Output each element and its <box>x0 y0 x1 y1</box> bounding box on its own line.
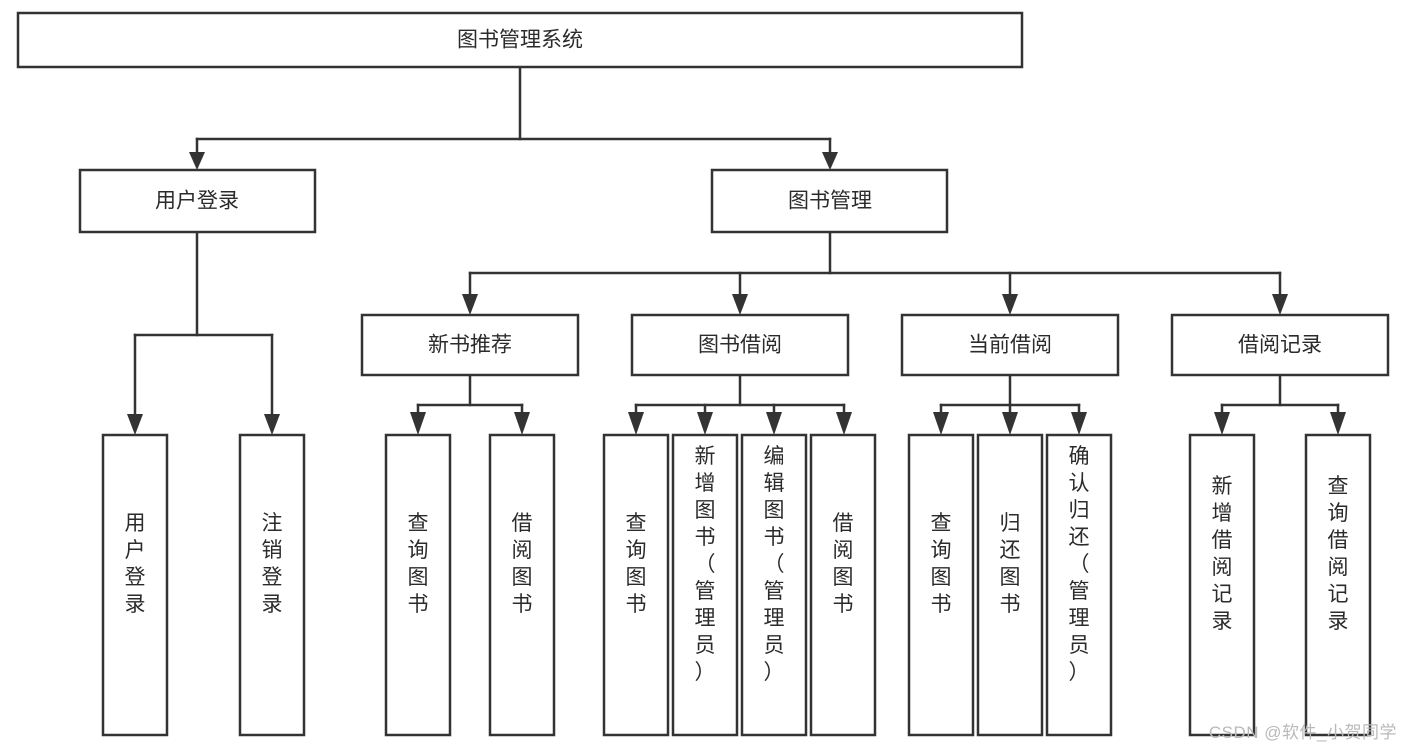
node-current-borrow[interactable]: 当前借阅 <box>900 313 1120 377</box>
leaf-return-book[interactable]: 归还图书 <box>976 433 1044 737</box>
arrow-head-leaf-query-book-3 <box>933 412 949 435</box>
node-book-borrow-box[interactable] <box>630 313 850 377</box>
leaf-query-book-3-label: 查询图书 <box>931 512 952 616</box>
leaf-edit-book-label: 编辑图书（管理员） <box>764 445 785 684</box>
leaf-query-book-3[interactable]: 查询图书 <box>907 433 975 737</box>
arrow-head-book-borrow <box>732 294 748 315</box>
leaf-borrow-book-2[interactable]: 借阅图书 <box>809 433 877 737</box>
node-new-book-recommend-label: 新书推荐 <box>428 334 512 357</box>
leaf-return-book-box[interactable] <box>976 433 1044 737</box>
node-current-borrow-box[interactable] <box>900 313 1120 377</box>
node-current-borrow-label: 当前借阅 <box>968 334 1052 357</box>
node-borrow-record[interactable]: 借阅记录 <box>1170 313 1390 377</box>
leaf-query-book-1-label: 查询图书 <box>408 512 429 616</box>
leaf-query-record-box[interactable] <box>1304 433 1372 737</box>
leaf-user-logout[interactable]: 注销登录 <box>238 433 306 737</box>
connector-group-user-login <box>127 230 280 435</box>
connector-group-new-book-recommend <box>410 373 530 435</box>
arrow-head-leaf-query-book-2 <box>628 412 644 435</box>
leaf-user-login-box[interactable] <box>101 433 169 737</box>
leaf-add-book-label: 新增图书（管理员） <box>695 445 716 684</box>
node-root-box[interactable] <box>16 11 1024 69</box>
connector-group-borrow-record <box>1214 373 1346 435</box>
node-book-manage[interactable]: 图书管理 <box>710 168 949 234</box>
arrow-head-borrow-record <box>1272 294 1288 315</box>
leaf-borrow-book-1-label: 借阅图书 <box>512 512 533 616</box>
node-root[interactable]: 图书管理系统 <box>16 11 1024 69</box>
connector-group-root <box>189 65 838 170</box>
leaf-borrow-book-1-box[interactable] <box>488 433 556 737</box>
arrow-head-book-manage <box>822 152 838 170</box>
node-new-book-recommend-box[interactable] <box>360 313 580 377</box>
arrow-head-leaf-return-book <box>1002 412 1018 435</box>
leaf-query-record[interactable]: 查询借阅记录 <box>1304 433 1372 737</box>
leaf-query-book-2-label: 查询图书 <box>626 512 647 616</box>
node-book-manage-label: 图书管理 <box>788 190 872 213</box>
leaf-query-book-2-box[interactable] <box>602 433 670 737</box>
leaf-add-record[interactable]: 新增借阅记录 <box>1188 433 1256 737</box>
leaf-confirm-return-box[interactable] <box>1045 433 1113 737</box>
connector-group-book-manage <box>462 230 1288 315</box>
leaf-add-record-box[interactable] <box>1188 433 1256 737</box>
leaf-edit-book[interactable]: 编辑图书（管理员） <box>740 433 808 737</box>
watermark: CSDN @软件_小贺同学 <box>1208 723 1397 742</box>
leaf-borrow-book-2-label: 借阅图书 <box>833 512 854 616</box>
arrow-head-leaf-edit-book <box>766 412 782 435</box>
leaf-user-logout-box[interactable] <box>238 433 306 737</box>
leaf-query-book-1-box[interactable] <box>384 433 452 737</box>
leaf-user-logout-label: 注销登录 <box>262 512 283 616</box>
leaf-user-login-label: 用户登录 <box>125 512 146 616</box>
node-borrow-record-box[interactable] <box>1170 313 1390 377</box>
node-borrow-record-label: 借阅记录 <box>1238 334 1322 357</box>
arrow-head-leaf-borrow-book-2 <box>836 412 852 435</box>
node-root-label: 图书管理系统 <box>457 29 583 52</box>
leaf-confirm-return-label: 确认归还（管理员） <box>1069 445 1090 684</box>
node-user-login-label: 用户登录 <box>155 190 239 213</box>
leaf-add-book-box[interactable] <box>671 433 739 737</box>
leaf-query-book-3-box[interactable] <box>907 433 975 737</box>
leaf-query-record-label: 查询借阅记录 <box>1328 475 1349 633</box>
leaf-confirm-return[interactable]: 确认归还（管理员） <box>1045 433 1113 737</box>
leaf-borrow-book-2-box[interactable] <box>809 433 877 737</box>
arrow-head-leaf-query-record <box>1330 412 1346 435</box>
node-book-borrow-label: 图书借阅 <box>698 334 782 357</box>
leaf-user-login[interactable]: 用户登录 <box>101 433 169 737</box>
node-user-login-box[interactable] <box>78 168 317 234</box>
node-book-manage-box[interactable] <box>710 168 949 234</box>
leaf-edit-book-box[interactable] <box>740 433 808 737</box>
leaf-add-book[interactable]: 新增图书（管理员） <box>671 433 739 737</box>
arrow-head-leaf-user-logout <box>264 414 280 435</box>
arrow-head-leaf-user-login <box>127 414 143 435</box>
arrow-head-new-book-recommend <box>462 294 478 315</box>
arrow-head-leaf-confirm-return <box>1071 412 1087 435</box>
node-user-login[interactable]: 用户登录 <box>78 168 317 234</box>
leaf-return-book-label: 归还图书 <box>1000 512 1021 616</box>
node-new-book-recommend[interactable]: 新书推荐 <box>360 313 580 377</box>
leaf-query-book-1[interactable]: 查询图书 <box>384 433 452 737</box>
arrow-head-current-borrow <box>1002 294 1018 315</box>
arrow-head-leaf-query-book-1 <box>410 412 426 435</box>
arrow-head-user-login <box>189 152 205 170</box>
connector-group-book-borrow <box>628 373 852 435</box>
leaf-borrow-book-1[interactable]: 借阅图书 <box>488 433 556 737</box>
arrow-head-leaf-add-record <box>1214 412 1230 435</box>
arrow-head-leaf-add-book <box>697 412 713 435</box>
leaf-add-record-label: 新增借阅记录 <box>1212 475 1233 633</box>
node-book-borrow[interactable]: 图书借阅 <box>630 313 850 377</box>
arrow-head-leaf-borrow-book-1 <box>514 412 530 435</box>
leaf-query-book-2[interactable]: 查询图书 <box>602 433 670 737</box>
connector-group-current-borrow <box>933 373 1087 435</box>
